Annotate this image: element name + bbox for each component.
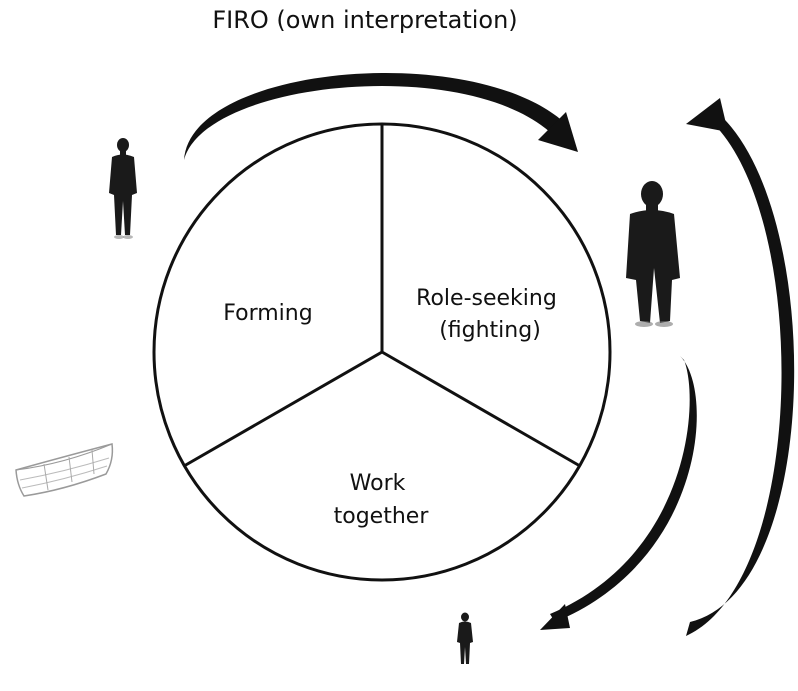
person-silhouette-icon (626, 181, 680, 327)
divider-lower-left (183, 350, 383, 468)
diagram-title: FIRO (own interpretation) (212, 6, 518, 34)
person-silhouette-icon (109, 138, 137, 239)
segment-label-role-seeking: Role-seeking (fighting) (416, 286, 564, 343)
segment-label-line: together (334, 504, 430, 529)
segment-label-forming: Forming (223, 301, 312, 326)
segment-label-line: Work (350, 471, 406, 496)
segment-label-work-together: Work together (334, 471, 430, 529)
curved-arrow-icon (540, 356, 697, 630)
curved-arrow-icon (686, 98, 795, 636)
segment-label-line: Role-seeking (416, 286, 557, 311)
boat-icon (15, 443, 114, 497)
segment-label-line: Forming (223, 301, 312, 326)
segment-label-line: (fighting) (439, 318, 541, 343)
curved-arrow-icon (184, 72, 578, 160)
person-silhouette-icon (457, 612, 473, 664)
divider-lower-right (381, 350, 581, 468)
